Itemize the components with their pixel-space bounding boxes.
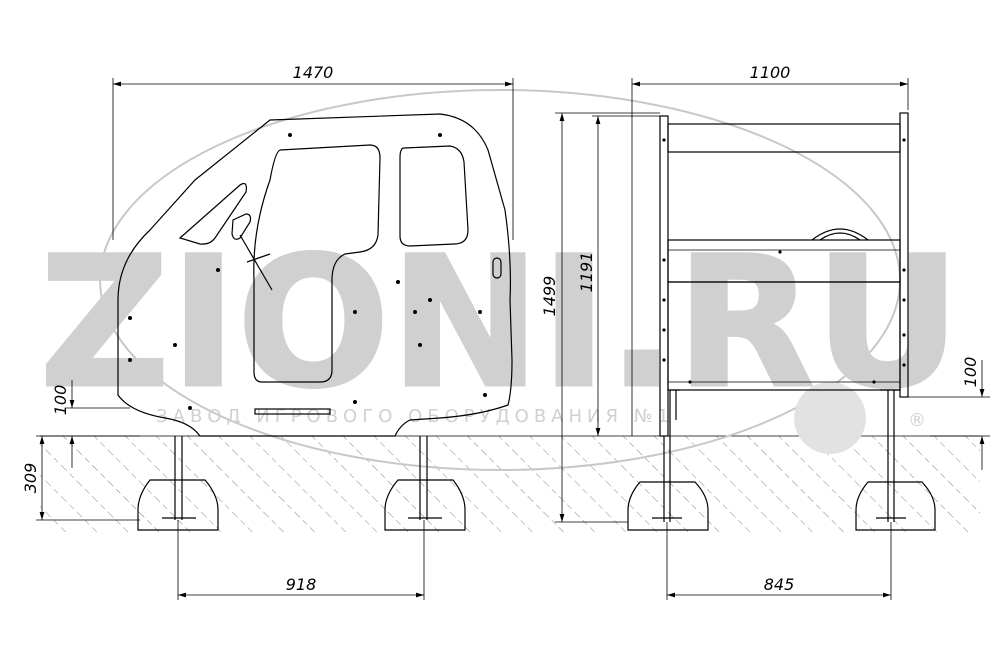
watermark-tagline: ЗАВОД ИГРОВОГО ОБОРУДОВАНИЯ №1 [156,406,674,427]
dim-front-base-spacing: 918 [286,575,317,594]
front-window [178,182,247,245]
door-handle [492,257,502,279]
step-plate [254,408,331,415]
dim-front-depth: 309 [21,463,40,494]
side-dimensions: 1100 845 1499 1191 100 [540,63,990,600]
watermark-circle [794,382,866,454]
side-footing-right [855,481,936,531]
steering-rod [239,234,273,291]
dim-side-base-spacing: 845 [764,575,795,594]
bolts [128,133,487,410]
front-footing-right [384,479,466,531]
car-body-outline [117,113,513,437]
dim-side-width: 1100 [750,63,791,82]
side-view [627,112,936,531]
front-dimensions: 1470 918 309 100 [21,63,514,600]
lower-body [667,281,901,391]
mirror [231,213,252,240]
dim-side-clearance: 100 [961,357,980,388]
side-steering-wheel [811,228,869,241]
watermark: ZIONI.RU ЗАВОД ИГРОВОГО ОБОРУДОВАНИЯ №1 … [38,89,962,471]
side-bolts [662,138,906,384]
dim-front-width: 1470 [293,63,334,82]
dim-side-height-above-ground: 1191 [577,252,596,293]
rear-window [399,145,469,247]
side-footing-left [627,481,709,531]
dim-side-total-height: 1499 [540,276,559,317]
watermark-registered: ® [908,410,926,431]
steering-wheel [246,253,271,263]
door-opening [253,144,381,383]
front-view [117,113,513,531]
front-footing-left [137,479,219,531]
roof-bar [667,123,901,153]
dim-front-clearance: 100 [51,385,70,416]
